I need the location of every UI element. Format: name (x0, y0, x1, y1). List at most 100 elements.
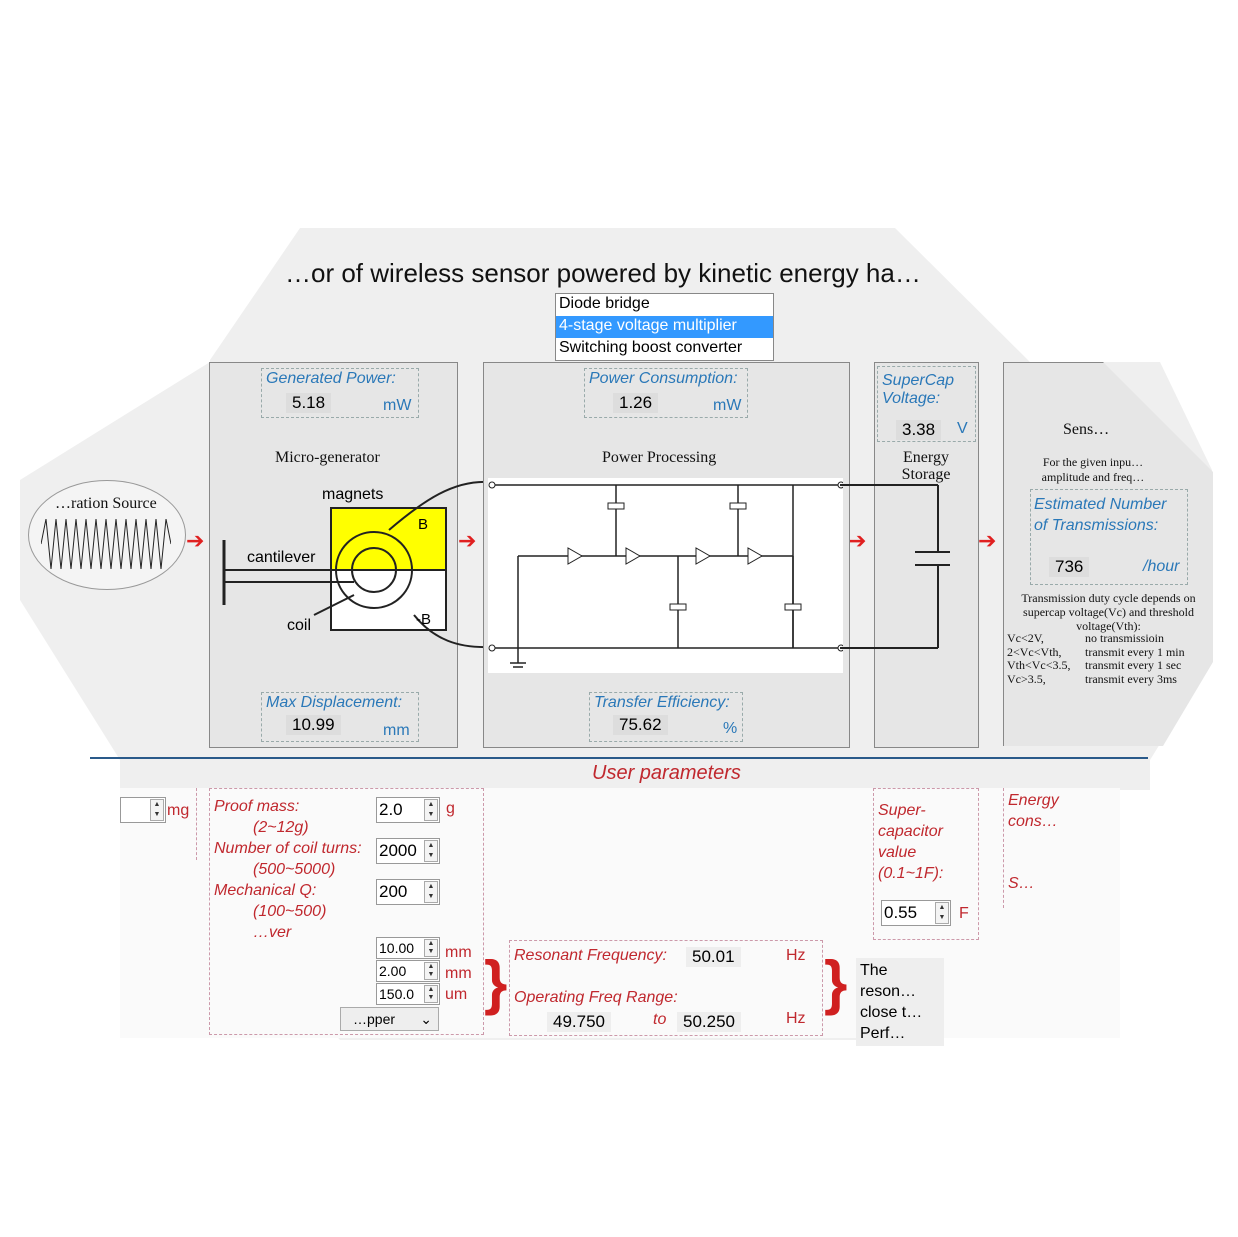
user-parameters-area (120, 788, 1120, 1038)
thickness-input[interactable]: 150.0▲▼ (376, 983, 440, 1005)
proof-mass-input[interactable]: 2.0▲▼ (376, 797, 440, 823)
sine-wave-icon (41, 519, 171, 569)
rule-row: Vth<Vc<3.5,transmit every 1 sec (1007, 658, 1182, 672)
transfer-efficiency-label: Transfer Efficiency: (594, 694, 730, 711)
rule-row: Vc<2V,no transmissioin (1007, 631, 1165, 645)
page-title: …or of wireless sensor powered by kineti… (285, 258, 921, 288)
power-consumption-value: 1.26 (613, 393, 659, 413)
max-displacement-value: 10.99 (286, 715, 341, 735)
freq-range-unit: Hz (786, 1010, 806, 1027)
transmissions-label: Estimated Number of Transmissions: (1034, 496, 1167, 534)
mechanical-q-label: Mechanical Q: (214, 882, 317, 899)
resonant-frequency-unit: Hz (786, 947, 806, 964)
storage-title: Energy Storage (901, 449, 951, 483)
duty-cycle-text: Transmission duty cycle depends on super… (1021, 591, 1196, 633)
supercap-input[interactable]: 0.55▲▼ (881, 900, 951, 926)
arrow-icon: ➔ (978, 528, 997, 553)
transfer-efficiency-box (589, 692, 743, 742)
freq-range-label: Operating Freq Range: (514, 989, 678, 1006)
cantilever-label: cantilever (247, 549, 316, 566)
generator-title: Micro-generator (275, 449, 380, 466)
supercap-unit: F (959, 905, 969, 922)
voltage-multiplier-circuit (488, 478, 843, 673)
length-input[interactable]: 10.00▲▼ (376, 937, 440, 959)
freq-range-to-label: to (653, 1011, 667, 1028)
brace-icon: } (484, 949, 508, 1016)
generated-power-value: 5.18 (286, 393, 332, 413)
pole-b-label: B (418, 516, 429, 533)
acceleration-unit: mg (167, 802, 190, 819)
acceleration-input[interactable]: ▲▼ (120, 797, 166, 823)
arrow-icon: ➔ (848, 528, 867, 553)
width-input[interactable]: 2.00▲▼ (376, 960, 440, 982)
max-displacement-box (261, 692, 419, 742)
proof-mass-unit: g (446, 800, 455, 817)
sensor-title: Sens… (1063, 421, 1110, 438)
supercap-symbol (840, 484, 950, 649)
max-displacement-label: Max Displacement: (266, 694, 403, 711)
generator-diagram (222, 480, 490, 649)
max-displacement-unit: mm (383, 722, 410, 739)
user-parameters-title: User parameters (592, 762, 741, 784)
sensor-description: For the given inpu… amplitude and freq… (1041, 455, 1145, 484)
rule-row: 2<Vc<Vth,transmit every 1 min (1007, 644, 1185, 659)
source-label: …ration Source (55, 495, 157, 512)
section-divider (90, 757, 1148, 759)
option-voltage-multiplier[interactable]: 4-stage voltage multiplier (556, 316, 773, 338)
proof-mass-range: (2~12g) (253, 819, 309, 836)
arrow-icon: ➔ (186, 528, 205, 553)
resonance-note: The reson…close t…Perf… (856, 958, 944, 1046)
power-consumption-unit: mW (713, 397, 742, 414)
supercap-label: Super-capacitor value (0.1~1F): (878, 802, 944, 882)
resonant-frequency-value: 50.01 (686, 947, 741, 967)
mechanical-q-input[interactable]: 200▲▼ (376, 879, 440, 905)
thickness-unit: um (445, 986, 468, 1003)
coil-label: coil (287, 617, 312, 634)
supercap-voltage-box (877, 366, 976, 442)
coil-turns-label: Number of coil turns: (214, 840, 362, 857)
generated-power-unit: mW (383, 397, 412, 414)
energy-consumption-label: Energy cons… transmissi… (1008, 792, 1059, 830)
cantilever-label: …ver (253, 924, 292, 941)
arrow-icon: ➔ (458, 528, 477, 553)
divider (196, 788, 197, 860)
generated-power-box (261, 368, 419, 418)
material-select[interactable]: …pper⌄ (340, 1007, 439, 1031)
supercap-voltage-unit: V (957, 420, 968, 437)
freq-range-to: 50.250 (677, 1012, 741, 1032)
width-unit: mm (445, 965, 472, 982)
supercap-voltage-label: SuperCap Voltage: (882, 372, 955, 407)
generated-power-label: Generated Power: (266, 370, 396, 387)
energy-s-label: S… (1008, 875, 1035, 892)
transmissions-unit: /hour (1143, 558, 1180, 575)
transmissions-box (1030, 489, 1188, 585)
power-consumption-box (584, 368, 748, 418)
mechanical-q-range: (100~500) (253, 903, 327, 920)
power-consumption-label: Power Consumption: (589, 370, 738, 387)
converter-dropdown[interactable]: Diode bridge 4-stage voltage multiplier … (555, 293, 774, 361)
supercap-voltage-value: 3.38 (896, 420, 942, 440)
magnets-label: magnets (322, 486, 384, 503)
length-unit: mm (445, 944, 472, 961)
freq-range-from: 49.750 (547, 1012, 611, 1032)
duty-rules: Vc<2V,no transmissioin 2<Vc<Vth,transmit… (1007, 631, 1185, 686)
pole-neg-b-label: -B (416, 611, 431, 628)
transfer-efficiency-unit: % (723, 720, 738, 737)
resonant-frequency-label: Resonant Frequency: (514, 947, 667, 964)
energy-box (1003, 788, 1114, 908)
brace-icon: } (824, 949, 848, 1016)
chevron-down-icon: ⌄ (420, 1011, 432, 1027)
proof-mass-label: Proof mass: (214, 798, 300, 815)
generator-params-box (209, 788, 484, 1035)
processing-title: Power Processing (602, 449, 717, 466)
rule-row: Vc>3.5,transmit every 3ms (1007, 671, 1177, 686)
option-diode-bridge[interactable]: Diode bridge (559, 295, 650, 312)
vibration-source: …ration Source (28, 480, 186, 590)
coil-turns-range: (500~5000) (253, 861, 336, 878)
coil-turns-input[interactable]: 2000▲▼ (376, 838, 440, 864)
transfer-efficiency-value: 75.62 (613, 715, 668, 735)
frequency-box (509, 940, 823, 1036)
option-boost-converter[interactable]: Switching boost converter (559, 339, 743, 356)
transmissions-value: 736 (1049, 557, 1090, 577)
supercap-box (873, 788, 979, 940)
